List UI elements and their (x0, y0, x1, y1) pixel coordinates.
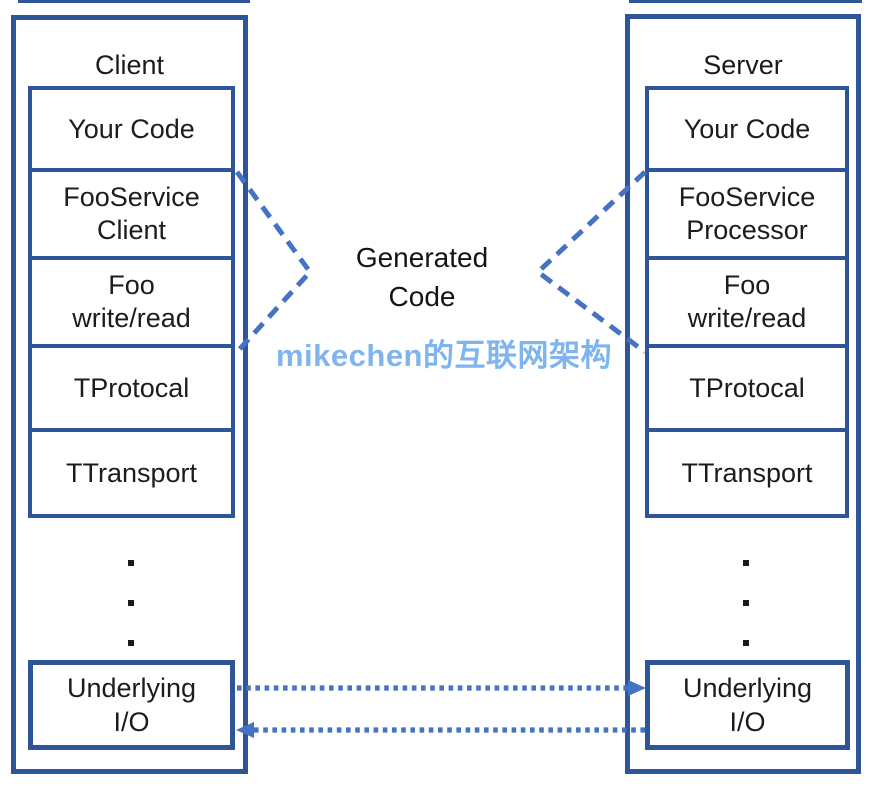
client-layer-stack: Your Code FooService Client Foo write/re… (28, 86, 235, 518)
server-layer-fooservice-processor: FooService Processor (645, 168, 849, 260)
server-layer-tprotocal: TProtocal (645, 344, 849, 432)
server-underlying-io-box: Underlying I/O (645, 660, 850, 750)
layer-label-line: write/read (687, 303, 807, 333)
server-layer-stack: Your Code FooService Processor Foo write… (645, 86, 849, 518)
client-layer-foo-write-read: Foo write/read (28, 256, 235, 348)
cropped-top-edge-left (18, 0, 250, 3)
client-layer-fooservice-client: FooService Client (28, 168, 235, 260)
client-layer-your-code: Your Code (28, 86, 235, 172)
server-layer-foo-write-read: Foo write/read (645, 256, 849, 348)
layer-label-line: FooService (63, 182, 200, 212)
client-panel-title: Client (94, 50, 165, 80)
layer-label-line: Foo (108, 270, 155, 300)
server-layer-your-code: Your Code (645, 86, 849, 172)
io-label-line: Underlying (682, 673, 813, 703)
ellipsis-dot (743, 560, 749, 566)
layer-label-line: TProtocal (689, 372, 805, 403)
server-vertical-ellipsis-icon (743, 560, 749, 646)
ellipsis-dot (128, 560, 134, 566)
client-layer-ttransport: TTransport (28, 428, 235, 518)
ellipsis-dot (743, 600, 749, 606)
ellipsis-dot (743, 640, 749, 646)
client-vertical-ellipsis-icon (128, 560, 134, 646)
ellipsis-dot (128, 640, 134, 646)
generated-code-label: Generated Code (355, 242, 489, 312)
client-layer-tprotocal: TProtocal (28, 344, 235, 432)
layer-label-line: TProtocal (73, 372, 190, 403)
client-underlying-io-box: Underlying I/O (28, 660, 235, 750)
watermark-text: mikechen的互联网架构 (275, 338, 612, 373)
io-label-line: I/O (729, 707, 766, 737)
server-layer-ttransport: TTransport (645, 428, 849, 518)
layer-label-line: Processor (686, 215, 808, 245)
layer-label-line: Foo (723, 270, 771, 300)
layer-label-line: Your Code (683, 113, 811, 144)
layer-label-line: Your Code (68, 113, 195, 144)
layer-label-line: FooService (678, 182, 816, 212)
cropped-top-edge-right (629, 0, 862, 3)
ellipsis-dot (128, 600, 134, 606)
server-panel-title: Server (703, 50, 783, 80)
layer-label-line: TTransport (681, 457, 813, 488)
layer-label-line: TTransport (65, 457, 198, 488)
io-label-line: Underlying (66, 673, 197, 703)
layer-label-line: Client (96, 215, 167, 245)
io-label-line: I/O (113, 707, 150, 737)
layer-label-line: write/read (72, 303, 191, 333)
